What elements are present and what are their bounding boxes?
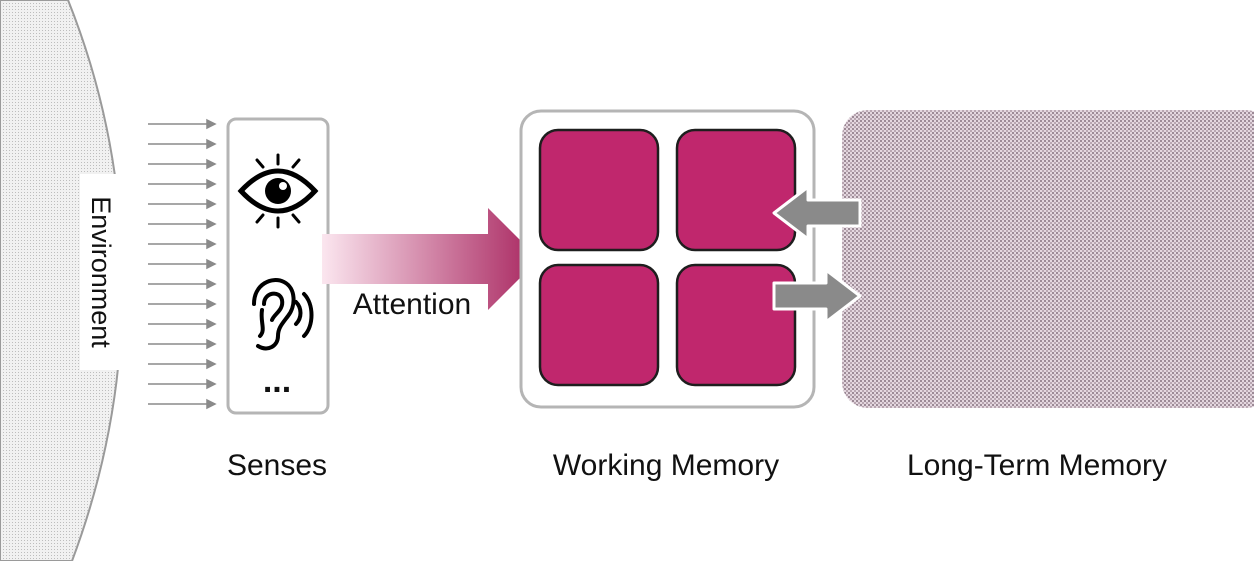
long-term-memory-region: [842, 110, 1254, 408]
environment-label: Environment: [86, 196, 116, 348]
stimulus-arrow-head: [206, 178, 217, 190]
stimulus-arrow-head: [206, 298, 217, 310]
eye-icon: [237, 153, 319, 229]
working-memory-slot-2: [675, 128, 797, 252]
attention-arrow: [322, 208, 539, 310]
working-memory-slot-4: [675, 263, 797, 387]
senses-caption: Senses: [227, 449, 327, 482]
stimulus-arrow-head: [206, 118, 217, 130]
stimulus-arrow-head: [206, 278, 217, 290]
stimulus-arrow-head: [206, 358, 217, 370]
stimulus-arrow-head: [206, 158, 217, 170]
stimulus-arrow-head: [206, 138, 217, 150]
working-memory-slot-1: [538, 128, 660, 252]
stimulus-arrow-head: [206, 378, 217, 390]
stimulus-arrow-head: [206, 338, 217, 350]
retrieval-arrow: [772, 185, 862, 241]
working-memory-slot-3: [538, 263, 660, 387]
long-term-memory-caption: Long-Term Memory: [907, 449, 1167, 482]
stimulus-arrow-head: [206, 198, 217, 210]
stimulus-arrow-head: [206, 218, 217, 230]
attention-label: Attention: [353, 288, 471, 321]
storage-arrow: [772, 268, 862, 324]
ear-icon: [252, 278, 314, 351]
more-senses-ellipsis: ...: [263, 362, 291, 400]
stimulus-arrow-head: [206, 398, 217, 410]
working-memory-caption: Working Memory: [553, 449, 779, 482]
environment-label-group: Environment: [80, 174, 124, 370]
stimulus-arrow-head: [206, 318, 217, 330]
stimulus-arrow-head: [206, 238, 217, 250]
stimulus-arrow-head: [206, 258, 217, 270]
stimulus-arrows: [148, 118, 217, 410]
